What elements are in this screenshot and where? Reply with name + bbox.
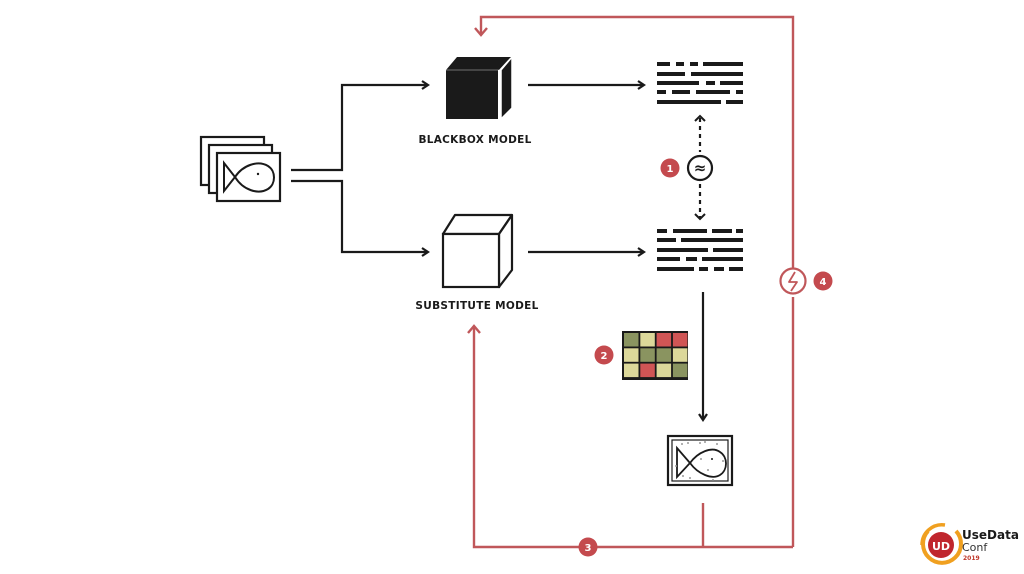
blackbox-output-text-icon [657,62,743,104]
usedata-conf-logo: UD UseData Conf 2019 [920,523,1019,565]
grid-cell [672,363,688,378]
svg-text:≈: ≈ [694,159,707,177]
logo-subtitle: Conf [962,541,988,554]
logo-mark: UD [932,540,950,553]
grid-cell [672,333,688,347]
grid-cell [656,348,672,362]
grid-cell [640,363,655,378]
input-connectors [291,80,430,257]
blackbox-model-label: BLACKBOX MODEL [418,134,531,146]
feedback-loop-3 [467,324,793,549]
svg-text:3: 3 [585,543,592,554]
feedback-line-top [479,15,795,275]
grid-cell [624,363,639,378]
substitute-cube-icon [441,213,514,289]
noisy-fish-icon [675,441,727,481]
attack-lightning-icon [779,267,807,295]
approximately-equal-icon: ≈ [686,154,714,182]
feedback-line-bottom [472,326,793,549]
substitute-output-text-icon [657,229,743,271]
grid-cell [656,363,672,378]
input-images-stack [199,135,282,203]
feedback-arrowhead-blackbox-icon [474,27,488,37]
grid-cell [672,348,688,362]
svg-text:1: 1 [667,164,674,175]
step-badge-3: 3 [578,537,598,557]
grid-cell [640,348,655,362]
saliency-grid-icon [622,331,688,380]
blackbox-cube-icon [446,54,513,121]
grid-cell [624,348,639,362]
feedback-arrowhead-substitute-icon [467,324,481,334]
logo-title: UseData [962,528,1019,542]
step-badge-4: 4 [813,271,833,291]
grid-cell [640,333,655,347]
grid-cell [624,333,639,347]
svg-text:4: 4 [820,277,827,288]
logo-year: 2019 [963,555,980,562]
step-badge-2: 2 [594,345,614,365]
fish-icon [223,160,275,194]
step-badge-1: 1 [660,158,680,178]
comparison-dotted-arrow [694,114,706,221]
substitute-model-label: SUBSTITUTE MODEL [415,300,538,312]
feedback-loop-4 [474,15,795,547]
adversarial-image-icon [666,434,734,487]
svg-text:2: 2 [601,351,608,362]
grid-cell [656,333,672,347]
